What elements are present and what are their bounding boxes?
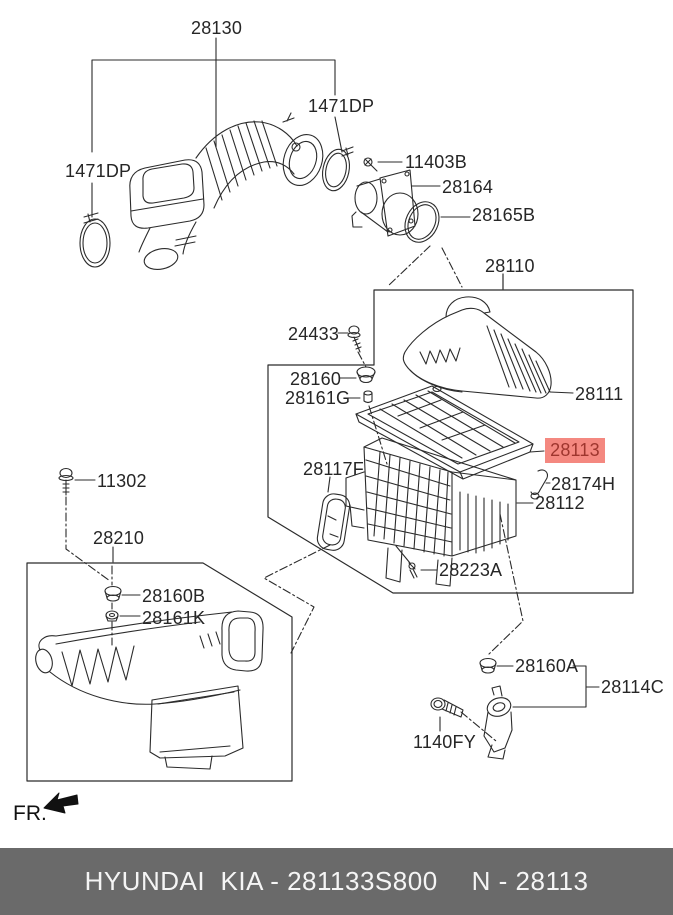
bolt-24433 xyxy=(347,325,362,353)
grommet-28160b xyxy=(104,585,122,602)
part-label-28113-highlighted[interactable]: 28113 xyxy=(545,438,605,463)
footer-part-number: N - 28113 xyxy=(471,866,589,896)
part-label-28160a[interactable]: 28160A xyxy=(515,656,579,676)
footer-catalog-text: HYUNDAI KIA - 281133S800 xyxy=(84,866,438,896)
part-label-28223a[interactable]: 28223A xyxy=(439,560,503,580)
part-label-28174h[interactable]: 28174H xyxy=(551,474,616,494)
part-label-28117f[interactable]: 28117F xyxy=(303,459,364,479)
bolt-1140fy xyxy=(430,697,464,718)
leader-lines xyxy=(74,161,600,732)
part-label-11403b[interactable]: 11403B xyxy=(405,152,467,172)
air-filter-28113 xyxy=(355,385,534,480)
group-box-28110 xyxy=(267,273,634,594)
grommet-28160a xyxy=(479,657,497,674)
part-label-24433[interactable]: 24433 xyxy=(288,324,340,344)
part-label-1471dp-right[interactable]: 1471DP xyxy=(308,96,375,116)
fr-direction-arrow-icon xyxy=(43,792,79,814)
part-label-28160[interactable]: 28160 xyxy=(290,369,342,389)
grommet-28160 xyxy=(356,366,376,384)
bracket-28130 xyxy=(91,37,343,218)
hose-clamp-right-1471dp xyxy=(322,146,354,192)
air-intake-duct-28210 xyxy=(35,610,264,770)
pin-28161g xyxy=(363,390,373,404)
part-label-28130[interactable]: 28130 xyxy=(191,18,243,38)
clip-28174h xyxy=(530,469,548,500)
hose-clamp-left-1471dp xyxy=(79,212,111,268)
part-label-28114c[interactable]: 28114C xyxy=(601,677,664,697)
bolt-11302 xyxy=(58,467,74,496)
footer-bar: HYUNDAI KIA - 281133S800 N - 28113 xyxy=(0,848,673,915)
part-label-11302[interactable]: 11302 xyxy=(97,471,147,491)
part-label-28160b[interactable]: 28160B xyxy=(142,586,206,606)
mounting-bracket-28114c xyxy=(483,685,513,760)
part-label-28161g[interactable]: 28161G xyxy=(285,388,351,408)
part-label-1140fy[interactable]: 1140FY xyxy=(413,732,476,752)
o-ring-28165b xyxy=(404,201,440,243)
front-direction-label: FR. xyxy=(13,802,47,825)
assembly-reference-lines xyxy=(65,245,524,742)
part-label-28210[interactable]: 28210 xyxy=(93,528,145,548)
part-label-1471dp-left[interactable]: 1471DP xyxy=(65,161,132,181)
bolt-11403b xyxy=(363,157,378,172)
nut-28161k xyxy=(105,610,119,622)
bolt-28223a xyxy=(408,562,418,579)
air-intake-hose-28130 xyxy=(129,112,324,270)
air-cleaner-cover-28111 xyxy=(402,296,552,399)
group-box-28210 xyxy=(26,562,293,782)
part-label-28112[interactable]: 28112 xyxy=(535,493,585,513)
part-label-28164[interactable]: 28164 xyxy=(442,177,494,197)
part-label-28165b[interactable]: 28165B xyxy=(472,205,536,225)
part-label-28110[interactable]: 28110 xyxy=(485,256,535,276)
air-cleaner-housing-28112 xyxy=(345,437,517,587)
air-flow-sensor-28164 xyxy=(351,169,419,237)
part-label-28111[interactable]: 28111 xyxy=(575,384,624,404)
part-label-28161k[interactable]: 28161K xyxy=(142,608,206,628)
